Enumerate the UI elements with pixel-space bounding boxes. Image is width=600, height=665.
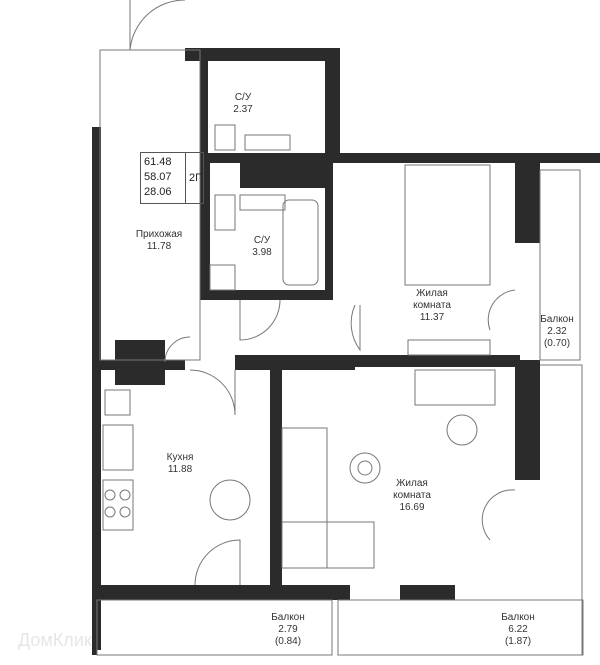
apartment-summary: 61.48 58.07 28.06 2Г xyxy=(140,152,204,204)
total-area: 61.48 xyxy=(144,156,172,168)
living-area: 28.06 xyxy=(144,186,172,198)
apartment-type: 2Г xyxy=(185,153,204,203)
walls xyxy=(92,48,600,655)
fixtures xyxy=(96,0,584,656)
watermark: ДомКлик xyxy=(18,630,92,650)
living-area-total: 58.07 xyxy=(144,171,172,183)
